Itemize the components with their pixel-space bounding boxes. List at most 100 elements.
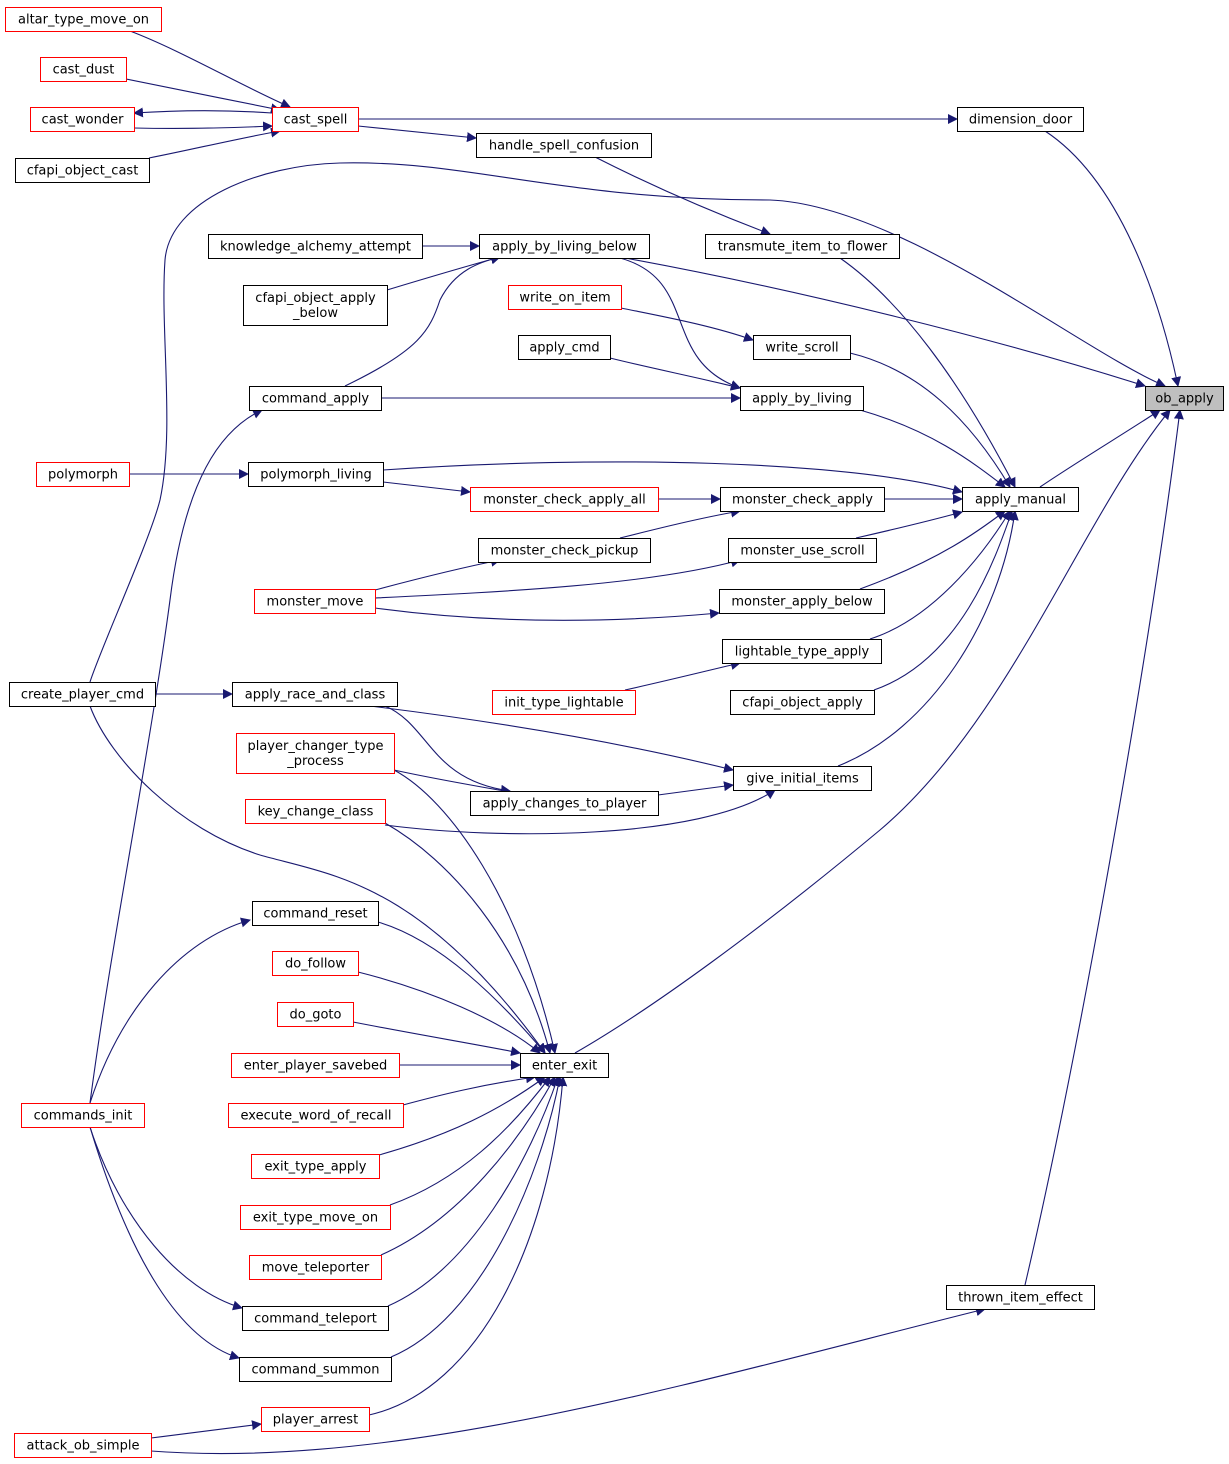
node-dimension-door[interactable]: dimension_door bbox=[957, 107, 1084, 132]
node-player-changer-type-process[interactable]: player_changer_type_process bbox=[236, 733, 395, 774]
node-altar-type-move-on[interactable]: altar_type_move_on bbox=[5, 7, 162, 32]
node-player-arrest[interactable]: player_arrest bbox=[261, 1407, 370, 1432]
node-box bbox=[277, 1002, 354, 1027]
node-monster-move[interactable]: monster_move bbox=[254, 589, 376, 614]
node-write-scroll[interactable]: write_scroll bbox=[753, 335, 851, 360]
edge-write_on_item-to-write_scroll bbox=[620, 307, 754, 342]
node-cfapi-object-cast[interactable]: cfapi_object_cast bbox=[15, 158, 150, 183]
edge-apply_by_living_below-to-ob_apply bbox=[624, 257, 1146, 389]
node-ob-apply[interactable]: ob_apply bbox=[1145, 386, 1224, 411]
edge-monster_use_scroll-to-apply_manual bbox=[855, 509, 963, 539]
node-label: polymorph_living bbox=[260, 468, 371, 483]
edge-transmute_item_to_flower-to-apply_manual bbox=[839, 257, 1016, 488]
node-box bbox=[245, 799, 386, 824]
edge-line bbox=[594, 156, 771, 236]
node-label: commands_init bbox=[34, 1109, 133, 1124]
node-exit-type-apply[interactable]: exit_type_apply bbox=[251, 1154, 380, 1179]
node-apply-race-and-class[interactable]: apply_race_and_class bbox=[232, 682, 398, 707]
edge-player_changer_type_process-to-apply_changes_to_player bbox=[393, 769, 511, 796]
node-cast-spell[interactable]: cast_spell bbox=[272, 107, 359, 132]
edge-line bbox=[609, 357, 741, 391]
node-box bbox=[753, 335, 851, 360]
node-cfapi-object-apply[interactable]: cfapi_object_apply bbox=[730, 690, 875, 715]
edge-thrown_item_effect-to-ob_apply bbox=[1024, 409, 1184, 1286]
node-label: write_on_item bbox=[519, 291, 610, 306]
node-box bbox=[5, 7, 162, 32]
node-box bbox=[236, 733, 395, 774]
node-monster-apply-below[interactable]: monster_apply_below bbox=[719, 589, 885, 614]
node-box bbox=[21, 1103, 145, 1128]
node-move-teleporter[interactable]: move_teleporter bbox=[249, 1255, 382, 1280]
node-box bbox=[9, 682, 156, 707]
node-commands-init[interactable]: commands_init bbox=[21, 1103, 145, 1128]
node-init-type-lightable[interactable]: init_type_lightable bbox=[492, 690, 636, 715]
node-label: do_follow bbox=[285, 957, 346, 972]
node-apply-changes-to-player[interactable]: apply_changes_to_player bbox=[470, 791, 659, 816]
node-give-initial-items[interactable]: give_initial_items bbox=[733, 766, 872, 791]
node-label: cfapi_object_cast bbox=[27, 164, 139, 179]
node-command-reset[interactable]: command_reset bbox=[252, 901, 379, 926]
node-execute-word-of-recall[interactable]: execute_word_of_recall bbox=[228, 1103, 404, 1128]
node-write-on-item[interactable]: write_on_item bbox=[508, 285, 622, 310]
node-monster-check-pickup[interactable]: monster_check_pickup bbox=[478, 538, 651, 563]
node-monster-check-apply-all[interactable]: monster_check_apply_all bbox=[470, 487, 659, 512]
node-command-teleport[interactable]: command_teleport bbox=[242, 1306, 389, 1331]
node-box bbox=[261, 1407, 370, 1432]
node-cast-wonder[interactable]: cast_wonder bbox=[30, 107, 135, 132]
node-exit-type-move-on[interactable]: exit_type_move_on bbox=[240, 1205, 391, 1230]
edge-apply_manual-to-ob_apply bbox=[1039, 409, 1161, 488]
edge-give_initial_items-to-apply_manual bbox=[837, 510, 1019, 767]
edge-line bbox=[384, 705, 511, 795]
node-key-change-class[interactable]: key_change_class bbox=[245, 799, 386, 824]
node-knowledge-alchemy-attempt[interactable]: knowledge_alchemy_attempt bbox=[208, 234, 423, 259]
node-attack-ob-simple[interactable]: attack_ob_simple bbox=[14, 1433, 152, 1458]
edge-line bbox=[89, 1126, 240, 1361]
node-box bbox=[962, 487, 1079, 512]
node-cfapi-object-apply-below[interactable]: cfapi_object_apply_below bbox=[243, 285, 388, 326]
node-do-goto[interactable]: do_goto bbox=[277, 1002, 354, 1027]
node-handle-spell-confusion[interactable]: handle_spell_confusion bbox=[476, 133, 652, 158]
node-apply-by-living[interactable]: apply_by_living bbox=[740, 386, 864, 411]
node-cast-dust[interactable]: cast_dust bbox=[40, 57, 127, 82]
edge-apply_race_and_class-to-apply_changes_to_player bbox=[384, 705, 511, 795]
node-apply-by-living-below[interactable]: apply_by_living_below bbox=[479, 234, 650, 259]
node-polymorph[interactable]: polymorph bbox=[36, 462, 130, 487]
node-box bbox=[208, 234, 423, 259]
node-apply-manual[interactable]: apply_manual bbox=[962, 487, 1079, 512]
edge-do_goto-to-enter_exit bbox=[352, 1021, 521, 1057]
node-label: create_player_cmd bbox=[21, 688, 144, 703]
node-label: ob_apply bbox=[1155, 392, 1214, 407]
edge-line bbox=[382, 461, 963, 495]
node-box bbox=[705, 234, 900, 259]
node-label: dimension_door bbox=[969, 113, 1073, 128]
node-polymorph-living[interactable]: polymorph_living bbox=[248, 462, 384, 487]
node-monster-use-scroll[interactable]: monster_use_scroll bbox=[728, 538, 877, 563]
node-label: apply_cmd bbox=[529, 341, 599, 356]
node-create-player-cmd[interactable]: create_player_cmd bbox=[9, 682, 156, 707]
node-box bbox=[249, 1255, 382, 1280]
node-box bbox=[272, 107, 359, 132]
node-label: command_summon bbox=[252, 1363, 380, 1378]
edge-line bbox=[384, 822, 553, 1054]
node-box bbox=[478, 538, 651, 563]
node-command-apply[interactable]: command_apply bbox=[249, 386, 382, 411]
edge-line bbox=[89, 1126, 243, 1311]
node-box bbox=[240, 1205, 391, 1230]
node-transmute-item-to-flower[interactable]: transmute_item_to_flower bbox=[705, 234, 900, 259]
node-label: apply_by_living bbox=[752, 392, 852, 407]
edge-line bbox=[133, 107, 273, 118]
node-apply-cmd[interactable]: apply_cmd bbox=[518, 335, 611, 360]
node-label: knowledge_alchemy_attempt bbox=[220, 240, 411, 255]
node-box bbox=[30, 107, 135, 132]
node-label: key_change_class bbox=[258, 805, 374, 820]
edge-polymorph_living-to-apply_manual bbox=[382, 461, 963, 495]
node-enter-exit[interactable]: enter_exit bbox=[520, 1053, 609, 1078]
edge-apply_changes_to_player-to-give_initial_items bbox=[657, 781, 734, 796]
node-enter-player-savebed[interactable]: enter_player_savebed bbox=[231, 1053, 400, 1078]
node-command-summon[interactable]: command_summon bbox=[239, 1357, 392, 1382]
node-monster-check-apply[interactable]: monster_check_apply bbox=[720, 487, 885, 512]
node-do-follow[interactable]: do_follow bbox=[272, 951, 359, 976]
node-thrown-item-effect[interactable]: thrown_item_effect bbox=[946, 1285, 1095, 1310]
edge-altar_type_move_on-to-cast_spell bbox=[129, 30, 291, 108]
node-lightable-type-apply[interactable]: lightable_type_apply bbox=[722, 639, 882, 664]
